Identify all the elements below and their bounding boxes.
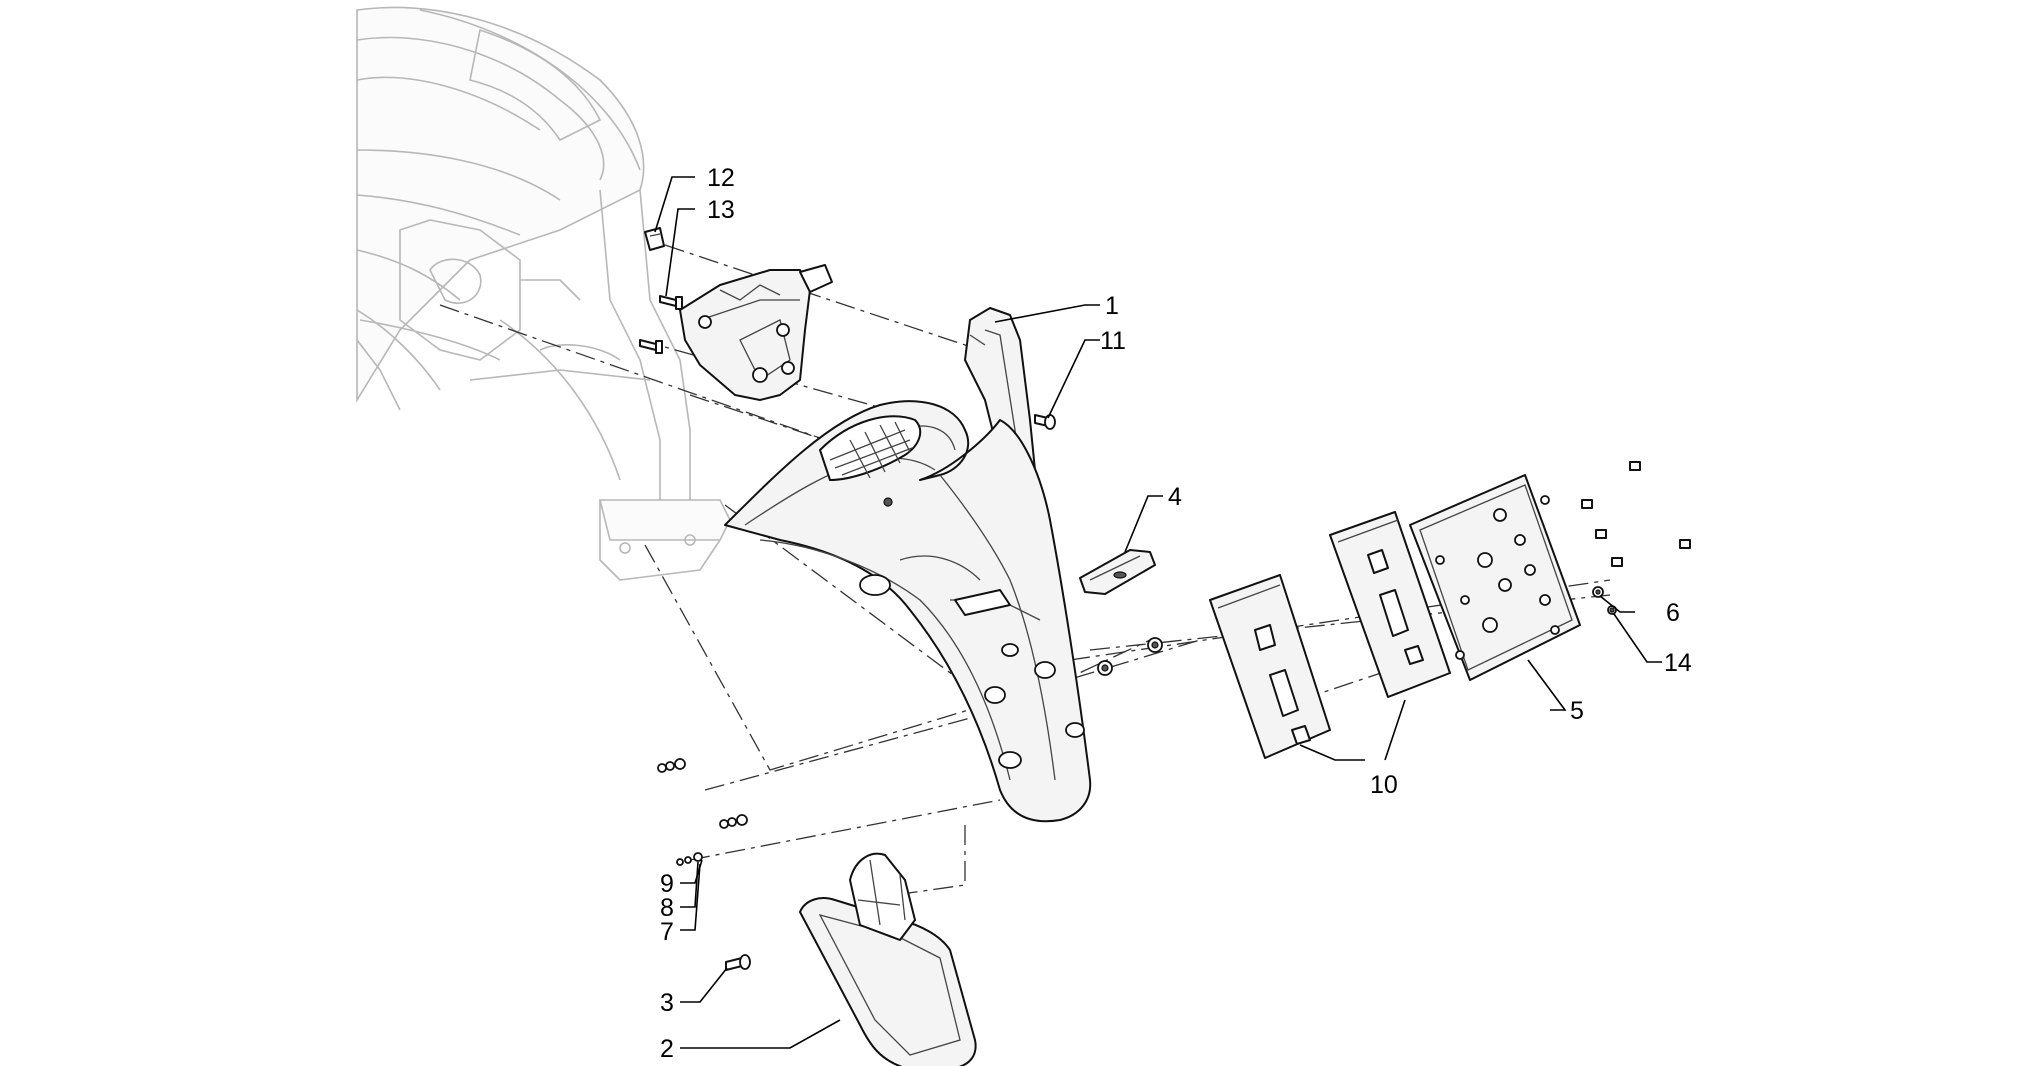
screw-3 <box>725 954 751 971</box>
part-4-reflector <box>1079 549 1156 595</box>
callout-12: 12 <box>707 164 735 192</box>
callout-1: 1 <box>1105 292 1119 320</box>
callout-5: 5 <box>1570 697 1584 725</box>
callout-11: 11 <box>1100 327 1126 355</box>
screw-13b <box>639 339 663 354</box>
hardware-right <box>1581 461 1691 615</box>
callout-9: 9 <box>660 870 674 898</box>
leader-lines <box>654 176 1662 1049</box>
callout-8: 8 <box>660 894 674 922</box>
callout-13: 13 <box>707 196 735 224</box>
callout-2: 2 <box>660 1035 674 1063</box>
callout-7: 7 <box>660 918 674 946</box>
callout-4: 4 <box>1168 483 1182 511</box>
callout-14: 14 <box>1664 649 1692 677</box>
callout-6: 6 <box>1666 599 1680 627</box>
callout-3: 3 <box>660 989 674 1017</box>
mounting-bracket <box>679 264 833 401</box>
screw-13 <box>659 295 683 310</box>
part-10-spacer-a <box>1209 574 1331 759</box>
rear-mudguard-body <box>724 400 1092 823</box>
screw-11 <box>1034 414 1056 430</box>
part-10-spacer-b <box>1329 511 1451 698</box>
vehicle-rear-frame-ghost <box>356 6 731 581</box>
part-5-plate-holder <box>1409 474 1581 681</box>
callout-10: 10 <box>1370 771 1398 799</box>
part-2-mudguard-extension <box>799 852 977 1066</box>
hardware-washers-mid <box>1097 637 1163 676</box>
hardware-left-stack <box>657 758 748 866</box>
callout-labels: 12 13 1 11 4 6 14 5 10 9 8 7 3 2 <box>660 164 1692 1063</box>
